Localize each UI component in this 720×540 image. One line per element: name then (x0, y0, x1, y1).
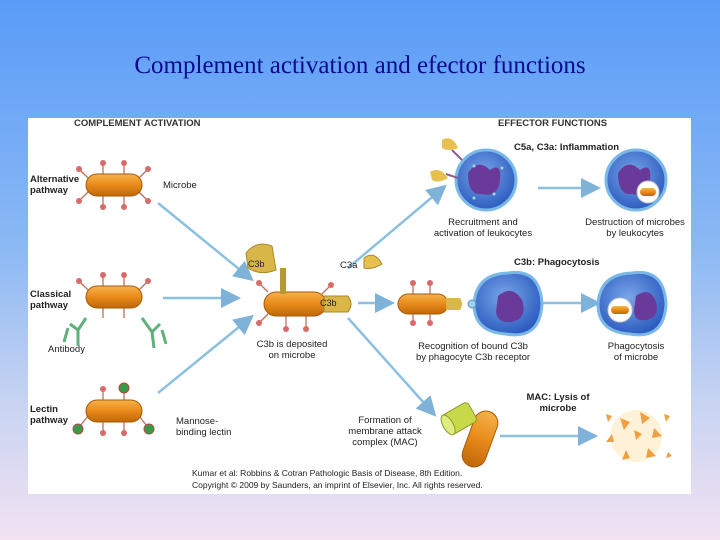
complement-diagram (62, 138, 672, 468)
leukocyte-destruction (604, 148, 668, 212)
arrow-to-inflammation (347, 184, 447, 269)
phagocyte-engulfed (596, 270, 668, 337)
leukocyte-recruitment (430, 138, 518, 212)
complement-figure: COMPLEMENT ACTIVATION EFFECTOR FUNCTIONS… (28, 118, 691, 494)
microbe-lectin (72, 382, 155, 436)
microbe-classical (62, 272, 168, 349)
microbe-alternative (76, 160, 151, 210)
label-c3b-right: C3b (320, 298, 337, 308)
c3b-right-icon (323, 295, 352, 313)
flow-arrows (157, 178, 601, 446)
label-antibody: Antibody (48, 344, 85, 355)
slide-title: Complement activation and efector functi… (134, 52, 586, 79)
header-effector-functions: EFFECTOR FUNCTIONS (498, 118, 608, 129)
microbe-opsonized (397, 280, 462, 326)
citation: Kumar et al: Robbins & Cotran Pathologic… (192, 468, 483, 490)
header-complement-activation: COMPLEMENT ACTIVATION (74, 118, 201, 129)
arrow-lectin (157, 314, 254, 394)
microbe-c3b-deposited (245, 243, 352, 332)
lysed-microbe (606, 410, 672, 462)
mac-complex (440, 402, 499, 468)
label-c3b-top: C3b (248, 259, 265, 269)
title-inflammation: C5a, C3a: Inflammation (514, 142, 620, 153)
phagocyte-receptor (467, 270, 544, 337)
c3b-fragment-icon (245, 243, 286, 294)
antibody-icon (62, 317, 168, 349)
label-c3a: C3a (340, 260, 358, 271)
label-mannose-lectin: Mannose-binding lectin (176, 416, 232, 438)
label-microbe: Microbe (163, 180, 197, 191)
c3a-icon (363, 254, 383, 269)
title-phagocytosis: C3b: Phagocytosis (514, 257, 600, 268)
arrow-alternative (157, 202, 254, 282)
lectin-icon (72, 382, 155, 435)
arrow-to-mac (347, 317, 437, 417)
